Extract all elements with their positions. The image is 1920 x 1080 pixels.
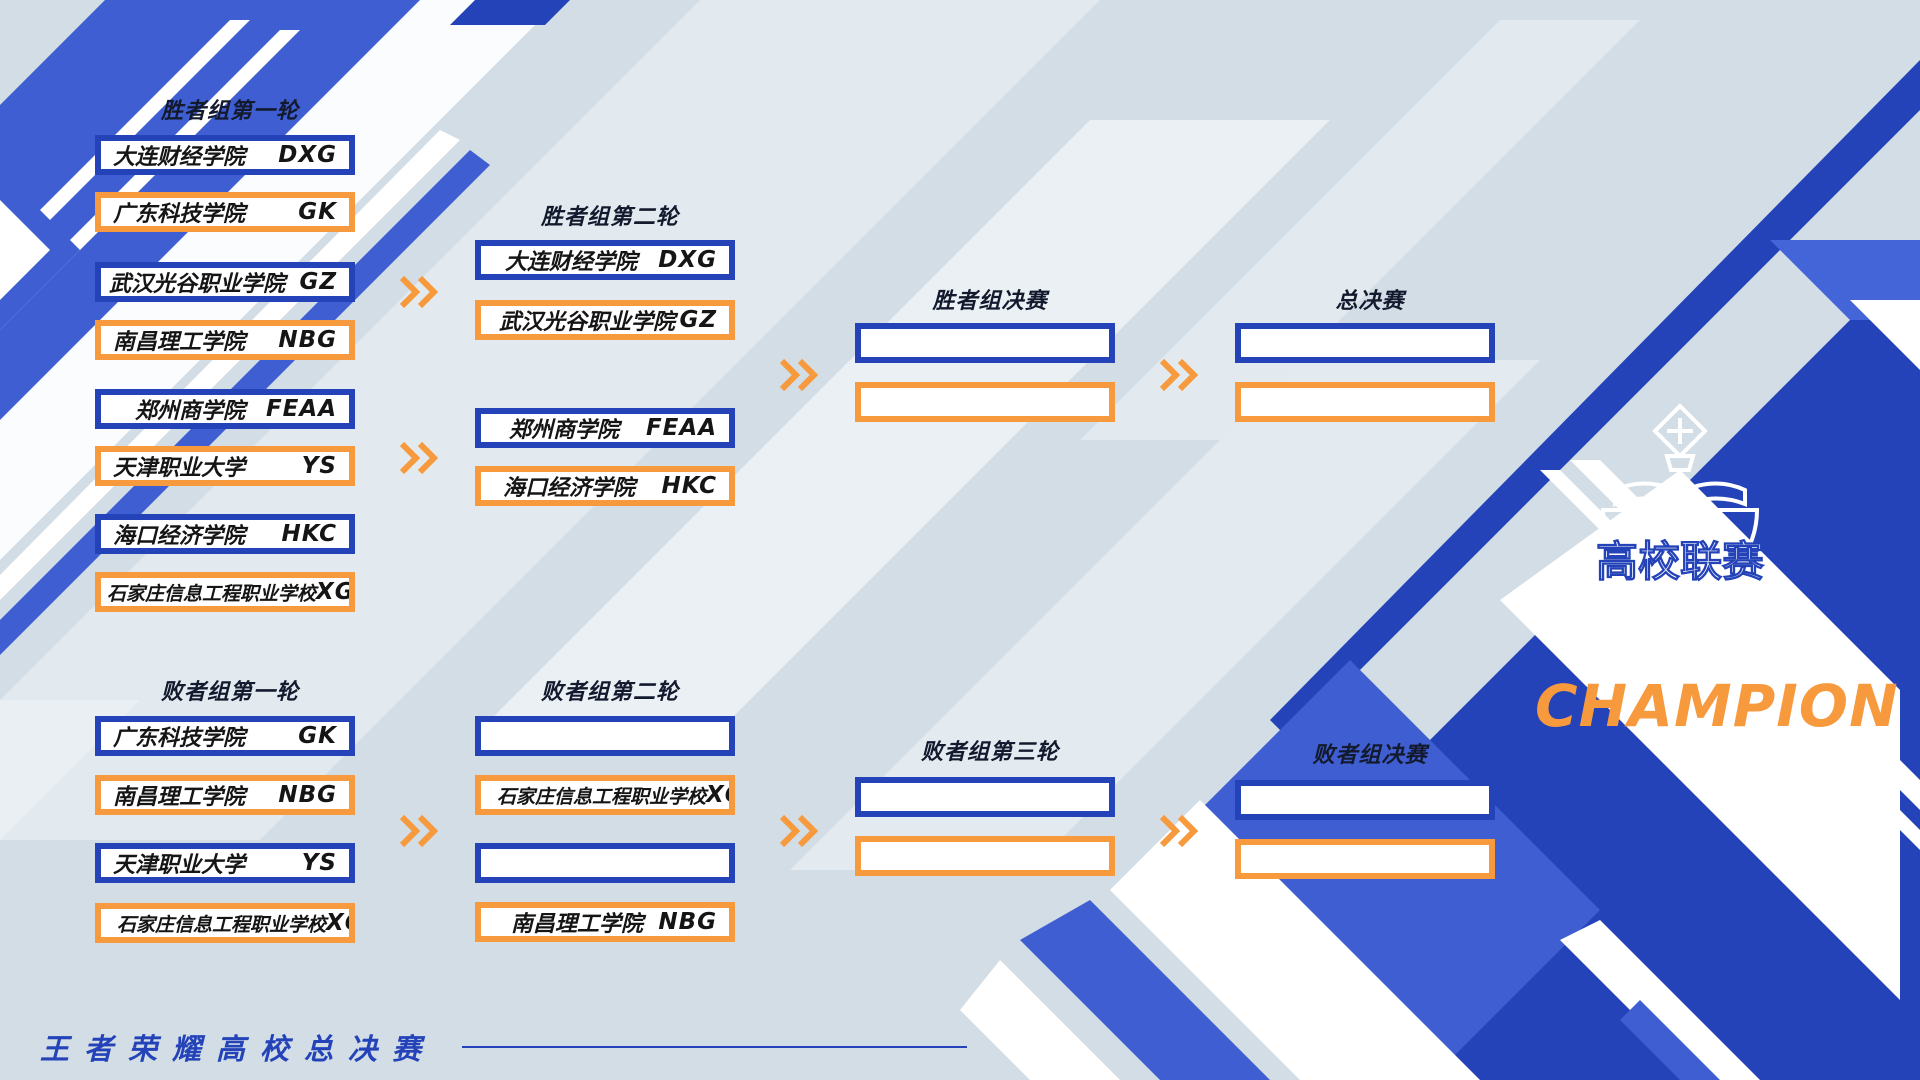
school-abbr: NBG bbox=[278, 782, 337, 808]
school-abbr: NBG bbox=[278, 327, 337, 353]
slot-winners-final-1[interactable] bbox=[855, 323, 1115, 363]
heading-losers-round-2: 败者组第二轮 bbox=[540, 680, 679, 705]
slot-winners-r1-4[interactable]: 南昌理工学院 NBG bbox=[95, 320, 355, 360]
heading-losers-final: 败者组决赛 bbox=[1312, 743, 1428, 768]
slot-winners-r2-3[interactable]: 郑州商学院 FEAA bbox=[475, 408, 735, 448]
advance-chevron-icon bbox=[399, 441, 439, 475]
slot-winners-r1-7[interactable]: 海口经济学院 HKC bbox=[95, 514, 355, 554]
slot-losers-r1-1[interactable]: 广东科技学院 GK bbox=[95, 716, 355, 756]
school-abbr: HKC bbox=[661, 473, 717, 499]
slot-losers-r1-2[interactable]: 南昌理工学院 NBG bbox=[95, 775, 355, 815]
slot-winners-r1-5[interactable]: 郑州商学院 FEAA bbox=[95, 389, 355, 429]
advance-chevron-icon bbox=[399, 275, 439, 309]
logo-brand: 王者荣耀 bbox=[1644, 520, 1719, 541]
league-logo: 王者荣耀 高校联赛 2019 bbox=[1595, 403, 1765, 634]
school-abbr: GZ bbox=[299, 269, 337, 295]
school-abbr: DXG bbox=[658, 247, 717, 273]
school-name: 石家庄信息工程职业学校 bbox=[497, 785, 707, 808]
slot-winners-r2-2[interactable]: 武汉光谷职业学院 GZ bbox=[475, 300, 735, 340]
heading-winners-round-2: 胜者组第二轮 bbox=[540, 205, 679, 230]
slot-losers-r2-2[interactable]: 石家庄信息工程职业学校 XG bbox=[475, 775, 735, 815]
school-abbr: FEAA bbox=[265, 396, 337, 422]
school-name: 天津职业大学 bbox=[113, 853, 246, 878]
school-abbr: GK bbox=[298, 723, 337, 749]
school-abbr: XG bbox=[326, 910, 349, 936]
advance-chevron-icon bbox=[779, 814, 819, 848]
footer-title: 王者荣耀高校总决赛 bbox=[40, 1032, 437, 1066]
school-name: 石家庄信息工程职业学校 bbox=[117, 913, 327, 936]
slot-winners-r1-2[interactable]: 广东科技学院 GK bbox=[95, 192, 355, 232]
school-name: 广东科技学院 bbox=[113, 726, 246, 751]
trophy-book-shield-icon bbox=[1600, 403, 1760, 634]
school-name: 石家庄信息工程职业学校 bbox=[107, 582, 317, 605]
slot-losers-r2-1[interactable] bbox=[475, 716, 735, 756]
slot-losers-r3-1[interactable] bbox=[855, 777, 1115, 817]
school-name: 天津职业大学 bbox=[113, 456, 246, 481]
slot-losers-final-1[interactable] bbox=[1235, 780, 1495, 820]
school-abbr: XG bbox=[706, 782, 729, 808]
slot-winners-r1-3[interactable]: 武汉光谷职业学院 GZ bbox=[95, 262, 355, 302]
school-name: 郑州商学院 bbox=[135, 399, 246, 424]
slot-grand-final-1[interactable] bbox=[1235, 323, 1495, 363]
logo-title: 高校联赛 bbox=[1596, 537, 1765, 586]
heading-losers-round-3: 败者组第三轮 bbox=[920, 740, 1059, 765]
school-abbr: YS bbox=[301, 850, 337, 876]
school-name: 南昌理工学院 bbox=[113, 330, 246, 355]
slot-losers-r1-4[interactable]: 石家庄信息工程职业学校 XG bbox=[95, 903, 355, 943]
slot-winners-r1-6[interactable]: 天津职业大学 YS bbox=[95, 446, 355, 486]
heading-grand-final: 总决赛 bbox=[1335, 289, 1405, 314]
logo-year: 2019 bbox=[1666, 588, 1694, 601]
slot-grand-final-2[interactable] bbox=[1235, 382, 1495, 422]
heading-winners-round-1: 胜者组第一轮 bbox=[160, 99, 299, 124]
advance-chevron-icon bbox=[399, 814, 439, 848]
school-abbr: HKC bbox=[281, 521, 337, 547]
slot-winners-r2-4[interactable]: 海口经济学院 HKC bbox=[475, 466, 735, 506]
school-name: 广东科技学院 bbox=[113, 202, 246, 227]
slot-winners-final-2[interactable] bbox=[855, 382, 1115, 422]
school-abbr: NBG bbox=[658, 909, 717, 935]
slot-losers-r2-4[interactable]: 南昌理工学院 NBG bbox=[475, 902, 735, 942]
school-abbr: GZ bbox=[679, 307, 717, 333]
slot-losers-r1-3[interactable]: 天津职业大学 YS bbox=[95, 843, 355, 883]
school-abbr: GK bbox=[298, 199, 337, 225]
slot-losers-r3-2[interactable] bbox=[855, 836, 1115, 876]
footer-divider bbox=[462, 1046, 967, 1048]
advance-chevron-icon bbox=[779, 358, 819, 392]
school-name: 南昌理工学院 bbox=[511, 912, 644, 937]
school-name: 大连财经学院 bbox=[113, 145, 246, 170]
school-name: 郑州商学院 bbox=[509, 418, 620, 443]
heading-losers-round-1: 败者组第一轮 bbox=[160, 680, 299, 705]
school-name: 武汉光谷职业学院 bbox=[499, 310, 676, 335]
slot-winners-r2-1[interactable]: 大连财经学院 DXG bbox=[475, 240, 735, 280]
slot-losers-final-2[interactable] bbox=[1235, 839, 1495, 879]
school-abbr: FEAA bbox=[645, 415, 717, 441]
slot-winners-r1-8[interactable]: 石家庄信息工程职业学校 XG bbox=[95, 572, 355, 612]
advance-chevron-icon bbox=[1159, 814, 1199, 848]
school-abbr: YS bbox=[301, 453, 337, 479]
school-name: 南昌理工学院 bbox=[113, 785, 246, 810]
champion-label: CHAMPION bbox=[1535, 672, 1899, 740]
heading-winners-final: 胜者组决赛 bbox=[932, 289, 1048, 314]
school-abbr: XG bbox=[316, 579, 355, 605]
advance-chevron-icon bbox=[1159, 358, 1199, 392]
school-name: 海口经济学院 bbox=[113, 524, 246, 549]
slot-winners-r1-1[interactable]: 大连财经学院 DXG bbox=[95, 135, 355, 175]
school-abbr: DXG bbox=[278, 142, 337, 168]
slot-losers-r2-3[interactable] bbox=[475, 843, 735, 883]
school-name: 大连财经学院 bbox=[505, 250, 638, 275]
school-name: 海口经济学院 bbox=[503, 476, 636, 501]
school-name: 武汉光谷职业学院 bbox=[109, 272, 286, 297]
